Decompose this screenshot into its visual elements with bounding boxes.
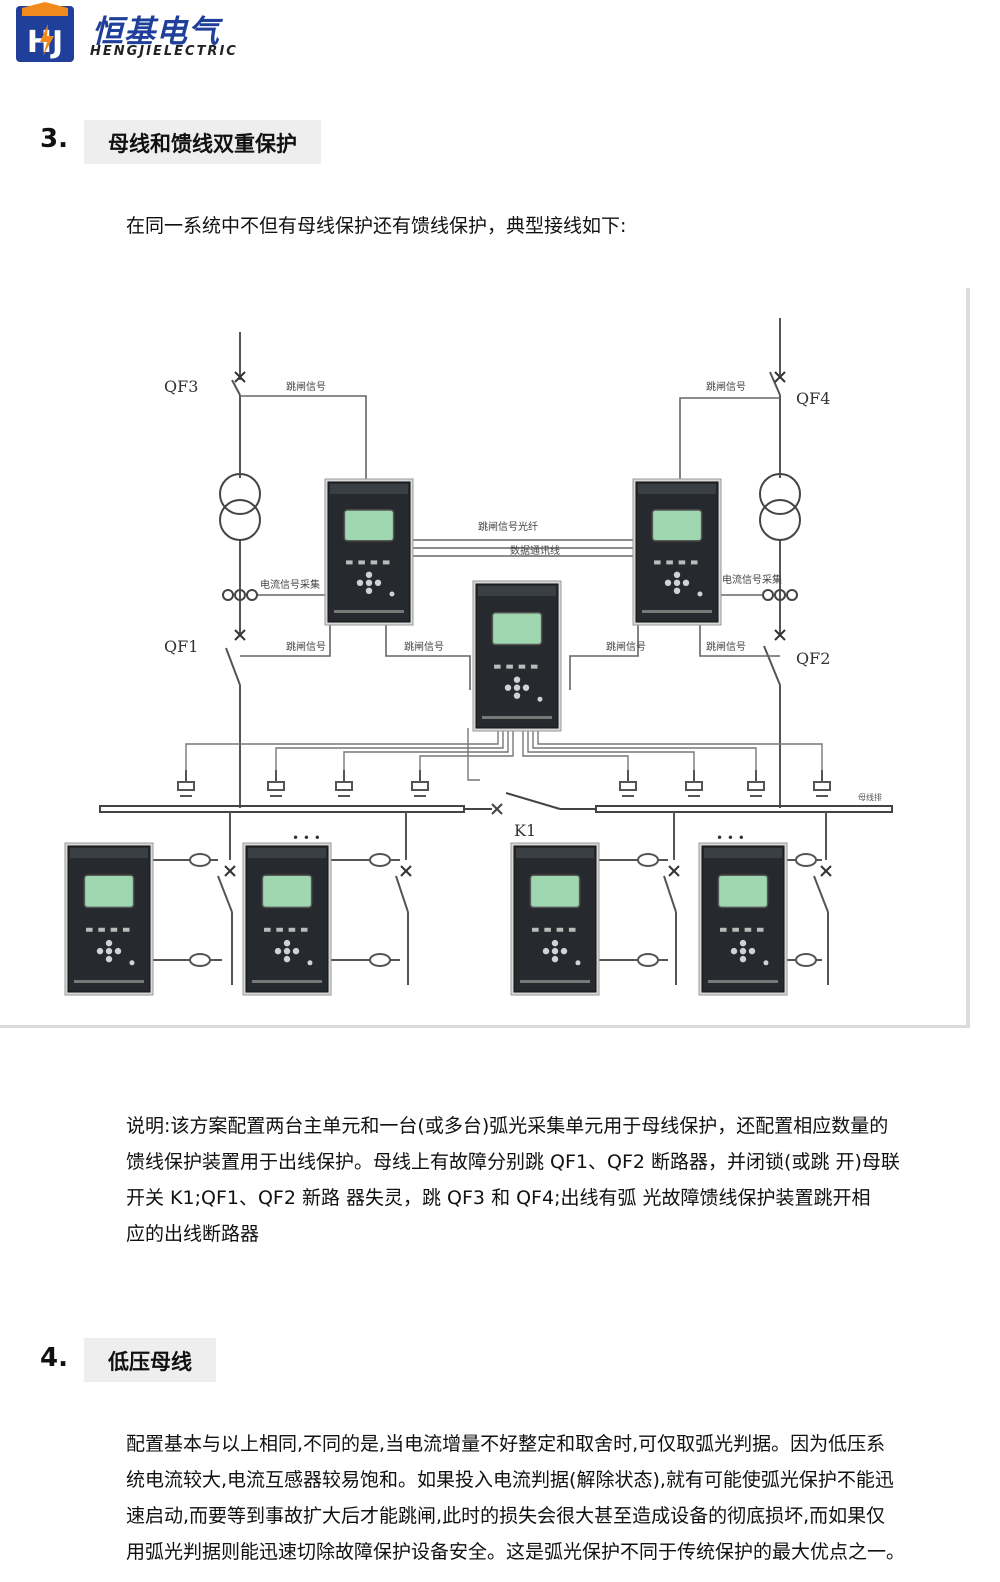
feeder-unit-1 (64, 842, 154, 996)
keypad-button-icon (105, 947, 113, 955)
keypad-button-icon (513, 684, 521, 691)
brand-name-en: HENGJIELECTRIC (90, 44, 238, 59)
keypad-button-icon (283, 939, 291, 947)
label-trip-signal-left-main: 跳闸信号 (404, 640, 444, 653)
body-line-3: 速启动,而要等到事故扩大后才能跳闸,此时的损失会很大甚至造成设备的彻底损坏,而如… (126, 1505, 886, 1527)
lcd-screen (491, 612, 543, 646)
body-line-4: 用弧光判据则能迅速切除故障保护设备安全。这是弧光保护不同于传统保护的最大优点之一… (126, 1541, 906, 1563)
lcd-screen (529, 874, 581, 909)
keypad-button-icon (551, 955, 559, 963)
label-trip-fiber: 跳闸信号光纤 (478, 520, 538, 533)
keypad-button-icon (274, 947, 282, 955)
label-trip-signal-right-main: 跳闸信号 (606, 640, 646, 653)
keypad-button-icon (739, 955, 747, 963)
lcd-screen (343, 509, 395, 542)
body-line-2: 统电流较大,电流互感器较易饱和。如果投入电流判据(解除状态),就有可能使弧光保护… (126, 1469, 894, 1491)
diagram-frame-right (966, 288, 970, 1028)
keypad-button-icon (365, 579, 373, 586)
explanation-line-4: 应的出线断路器 (126, 1223, 260, 1245)
keypad-button-icon (365, 587, 373, 594)
keypad-button-icon (374, 579, 382, 586)
feeder-unit-4 (698, 842, 788, 996)
keypad-button-icon (551, 939, 559, 947)
arc-collection-unit (472, 580, 562, 732)
keypad-button-icon (105, 955, 113, 963)
label-data-comm: 数据通讯线 (510, 544, 560, 557)
section-4-body: 配置基本与以上相同,不同的是,当电流增量不好整定和取舍时,可仅取弧光判据。因为低… (126, 1426, 970, 1570)
label-k1: K1 (514, 821, 536, 840)
keypad-button-icon (105, 939, 113, 947)
lcd-screen (261, 874, 313, 909)
body-line-1: 配置基本与以上相同,不同的是,当电流增量不好整定和取舍时,可仅取弧光判据。因为低… (126, 1433, 886, 1455)
keypad-button-icon (673, 587, 681, 594)
section-3-intro: 在同一系统中不但有母线保护还有馈线保护，典型接线如下: (126, 215, 627, 237)
keypad-button-icon (739, 939, 747, 947)
keypad-button-icon (513, 692, 521, 699)
label-qf4: QF4 (796, 389, 830, 408)
section-4-number: 4. (40, 1343, 68, 1373)
label-trip-signal-qf2: 跳闸信号 (706, 640, 746, 653)
explanation-line-2: 馈线保护装置用于出线保护。母线上有故障分别跳 QF1、QF2 断路器，并闭锁(或… (126, 1151, 900, 1173)
keypad-button-icon (542, 947, 550, 955)
explanation-line-1: 说明:该方案配置两台主单元和一台(或多台)弧光采集单元用于母线保护，还配置相应数… (126, 1115, 889, 1137)
label-qf1: QF1 (164, 637, 198, 656)
section-4-title: 低压母线 (84, 1338, 216, 1382)
keypad-button-icon (664, 579, 672, 586)
keypad-button-icon (114, 947, 122, 955)
main-unit-left (324, 478, 414, 626)
section-3-explanation: 说明:该方案配置两台主单元和一台(或多台)弧光采集单元用于母线保护，还配置相应数… (126, 1108, 970, 1252)
keypad-button-icon (739, 947, 747, 955)
keypad-button-icon (673, 571, 681, 578)
company-logo-icon: HJ (16, 2, 74, 62)
keypad-button-icon (551, 947, 559, 955)
section-3-title: 母线和馈线双重保护 (84, 120, 321, 164)
keypad-button-icon (365, 571, 373, 578)
label-busbar: 母线排 (858, 792, 882, 802)
wiring-diagram: QF3 QF4 QF1 QF2 K1 跳闸信号 跳闸信号 跳闸信号 跳闸信号 跳… (64, 318, 893, 996)
keypad-button-icon (283, 947, 291, 955)
main-unit-right (632, 478, 722, 626)
keypad-button-icon (356, 579, 364, 586)
feeder-unit-3 (510, 842, 600, 996)
brand-name-cn: 恒基电气 (92, 14, 220, 50)
keypad-button-icon (504, 684, 512, 691)
keypad-button-icon (292, 947, 300, 955)
label-ellipsis-left: • • • (292, 831, 321, 845)
keypad-button-icon (96, 947, 104, 955)
label-trip-signal-qf3: 跳闸信号 (286, 380, 326, 393)
explanation-line-3: 开关 K1;QF1、QF2 新路 器失灵，跳 QF3 和 QF4;出线有弧 光故… (126, 1187, 871, 1209)
keypad-button-icon (522, 684, 530, 691)
logo-mark-letters: HJ (27, 25, 63, 60)
feeder-unit-2 (242, 842, 332, 996)
lcd-screen (717, 874, 769, 909)
label-trip-signal-qf4: 跳闸信号 (706, 380, 746, 393)
label-ellipsis-right: • • • (716, 831, 745, 845)
lcd-screen (83, 874, 135, 909)
label-current-sample-left: 电流信号采集 (260, 578, 320, 591)
diagram-frame-bottom (0, 1025, 970, 1028)
lcd-screen (651, 509, 703, 542)
section-3-number: 3. (40, 124, 68, 154)
keypad-button-icon (283, 955, 291, 963)
keypad-button-icon (730, 947, 738, 955)
keypad-button-icon (560, 947, 568, 955)
keypad-button-icon (748, 947, 756, 955)
keypad-button-icon (673, 579, 681, 586)
label-qf2: QF2 (796, 649, 830, 668)
label-trip-signal-qf1: 跳闸信号 (286, 640, 326, 653)
keypad-button-icon (513, 676, 521, 683)
keypad-button-icon (682, 579, 690, 586)
label-qf3: QF3 (164, 377, 198, 396)
label-current-sample-right: 电流信号采集 (722, 573, 782, 586)
